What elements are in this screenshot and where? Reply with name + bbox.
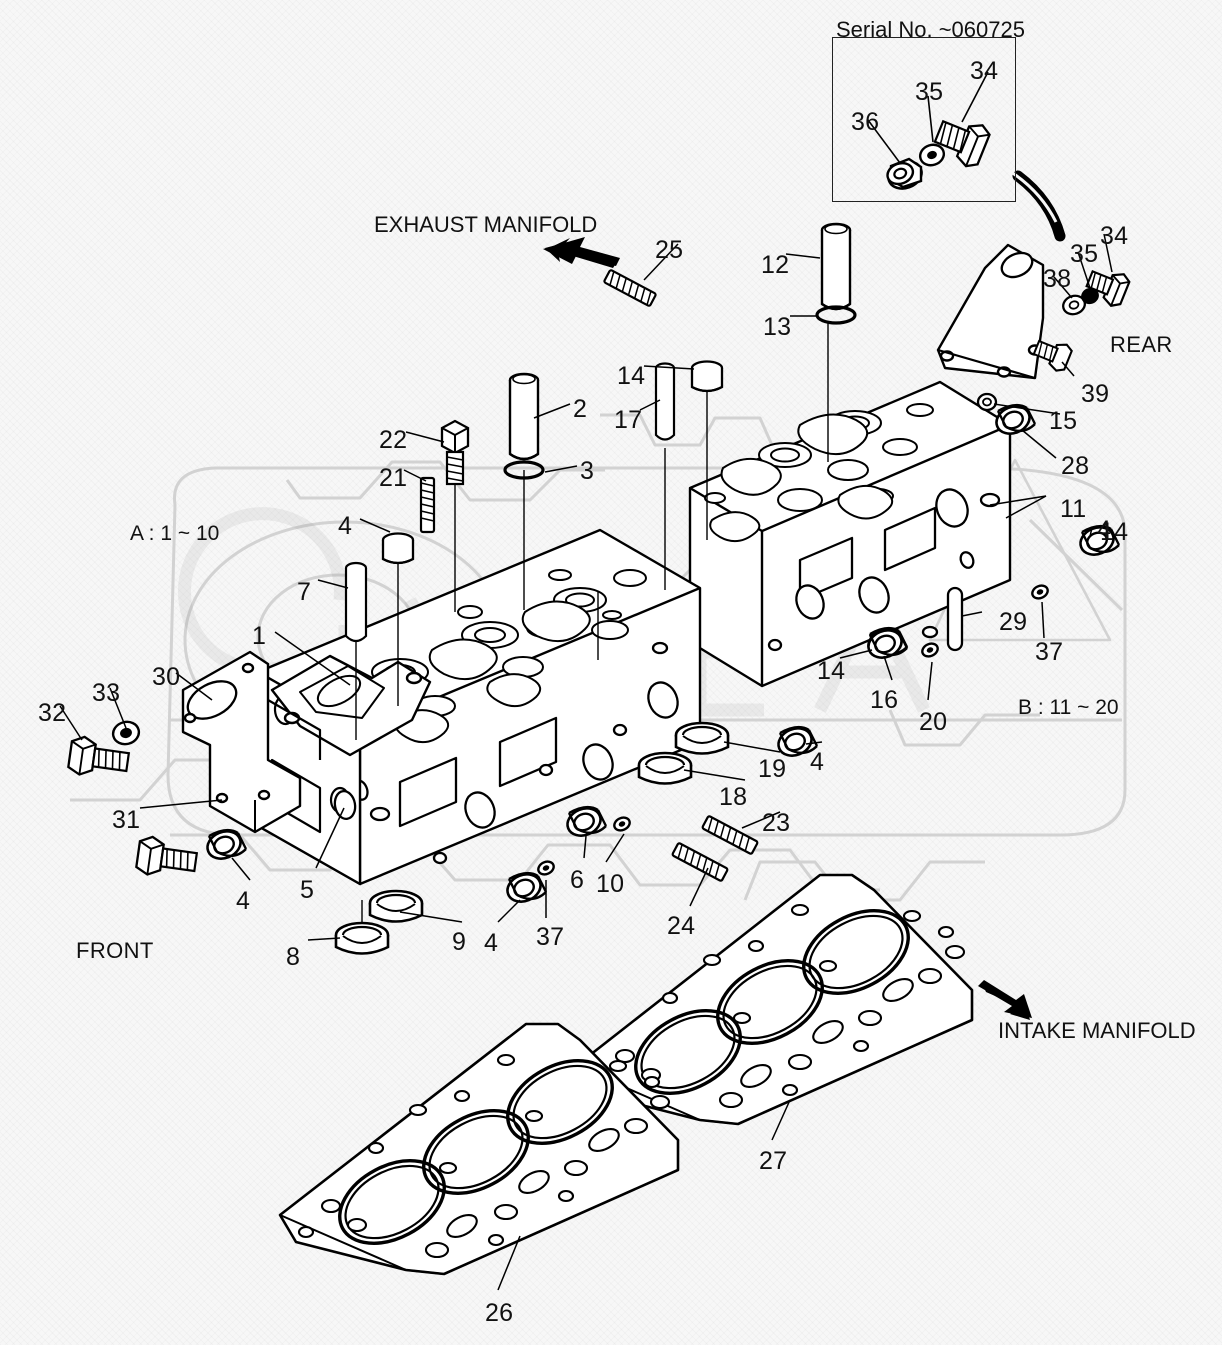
callout-number-36: 36 — [851, 108, 880, 136]
serial-inset-box — [832, 37, 1016, 202]
valve-guide-part-12 — [820, 222, 852, 311]
callout-number-13: 13 — [763, 313, 792, 341]
valve-guide-part-17 — [654, 362, 676, 441]
intake-manifold-arrow — [978, 980, 1032, 1020]
callout-number-4: 4 — [338, 512, 353, 540]
bolt-part-39 — [1032, 339, 1073, 372]
callout-number-32: 32 — [38, 699, 67, 727]
front-direction-label: FRONT — [76, 938, 154, 963]
group-a-label: A : 1 ~ 10 — [130, 522, 220, 545]
callout-number-33: 33 — [92, 679, 121, 707]
callout-number-12: 12 — [761, 251, 790, 279]
hex-bolt-part-22 — [440, 419, 470, 486]
stud-part-25 — [603, 269, 657, 307]
callout-leader-lines — [59, 233, 1113, 1291]
washer-part-33 — [111, 720, 141, 746]
callout-number-24: 24 — [667, 912, 696, 940]
plug-part-15 — [976, 392, 998, 412]
callout-number-8: 8 — [286, 943, 301, 971]
callout-number-6: 6 — [570, 866, 585, 894]
rear-direction-label: REAR — [1110, 332, 1173, 357]
callout-number-14: 14 — [1100, 518, 1129, 546]
callout-number-28: 28 — [1061, 452, 1090, 480]
oring-part-10 — [611, 813, 633, 835]
callout-number-29: 29 — [999, 608, 1028, 636]
callout-number-18: 18 — [719, 783, 748, 811]
plug-part-5 — [333, 789, 357, 821]
valve-stem-lines — [355, 252, 956, 932]
seal-part-9 — [368, 889, 424, 923]
callout-number-3: 3 — [580, 457, 595, 485]
callout-number-4: 4 — [1097, 516, 1112, 544]
seal-part-8 — [334, 921, 390, 955]
seal-part-19 — [674, 721, 730, 755]
head-gasket-part-27 — [574, 873, 974, 1126]
bolt-part-34 — [1085, 269, 1131, 307]
callout-number-19: 19 — [758, 755, 787, 783]
callout-number-35: 35 — [1070, 240, 1099, 268]
callout-number-22: 22 — [379, 426, 408, 454]
callout-number-10: 10 — [596, 870, 625, 898]
valve-guide-part-2 — [508, 372, 540, 461]
callout-number-23: 23 — [762, 809, 791, 837]
callout-number-25: 25 — [655, 236, 684, 264]
bolt-part-31 — [135, 835, 199, 876]
washer-part-35 — [1081, 287, 1099, 305]
intake-manifold-label: INTAKE MANIFOLD — [998, 1018, 1196, 1043]
cap-part-4-c — [502, 868, 548, 908]
exhaust-manifold-label: EXHAUST MANIFOLD — [374, 212, 598, 237]
exhaust-manifold-arrow — [543, 237, 620, 268]
bolt-part-32 — [67, 735, 131, 776]
callout-number-26: 26 — [485, 1299, 514, 1327]
rear-bracket — [936, 243, 1045, 380]
head-gasket-part-26 — [278, 1022, 680, 1276]
cap-part-14-a — [690, 360, 724, 393]
callout-number-27: 27 — [759, 1147, 788, 1175]
callout-number-37: 37 — [536, 923, 565, 951]
callout-number-35: 35 — [915, 78, 944, 106]
group-b-label: B : 11 ~ 20 — [1018, 696, 1119, 719]
callout-number-39: 39 — [1081, 380, 1110, 408]
callout-number-5: 5 — [300, 876, 315, 904]
oring-part-37-a — [1029, 581, 1051, 603]
callout-number-37: 37 — [1035, 638, 1064, 666]
callout-number-34: 34 — [1100, 222, 1129, 250]
callout-number-30: 30 — [152, 663, 181, 691]
callout-number-14: 14 — [617, 362, 646, 390]
stud-part-21 — [419, 476, 436, 534]
callout-number-4: 4 — [236, 887, 251, 915]
callout-number-17: 17 — [614, 406, 643, 434]
callout-number-4: 4 — [810, 748, 825, 776]
seal-part-18 — [637, 751, 693, 785]
cap-part-4-a — [381, 532, 415, 565]
callout-number-7: 7 — [297, 578, 312, 606]
rear-head-block — [688, 380, 1012, 688]
inset-pointer-arrow — [1007, 168, 1066, 242]
callout-number-21: 21 — [379, 464, 408, 492]
dowel-pin-part-29 — [946, 586, 964, 652]
callout-number-9: 9 — [452, 928, 467, 956]
callout-number-11: 11 — [1060, 495, 1087, 523]
callout-number-15: 15 — [1049, 407, 1078, 435]
stud-part-24 — [671, 842, 729, 882]
callout-number-14: 14 — [817, 657, 846, 685]
oring-part-20 — [919, 639, 941, 661]
callout-number-20: 20 — [919, 708, 948, 736]
callout-number-34: 34 — [970, 57, 999, 85]
callout-number-38: 38 — [1043, 265, 1072, 293]
callout-number-31: 31 — [112, 806, 141, 834]
oring-part-37-b — [535, 857, 557, 879]
callout-number-2: 2 — [573, 395, 588, 423]
callout-number-16: 16 — [870, 686, 899, 714]
intake-flange-part-1 — [270, 654, 432, 757]
stud-part-23 — [701, 815, 759, 855]
bracket-part-30 — [181, 650, 322, 834]
inset-serial-parts — [867, 71, 991, 190]
callout-number-1: 1 — [252, 622, 267, 650]
valve-guide-part-7 — [344, 561, 368, 643]
callout-number-4: 4 — [484, 929, 499, 957]
serial-number-label: Serial No. ~060725 — [836, 17, 1025, 42]
